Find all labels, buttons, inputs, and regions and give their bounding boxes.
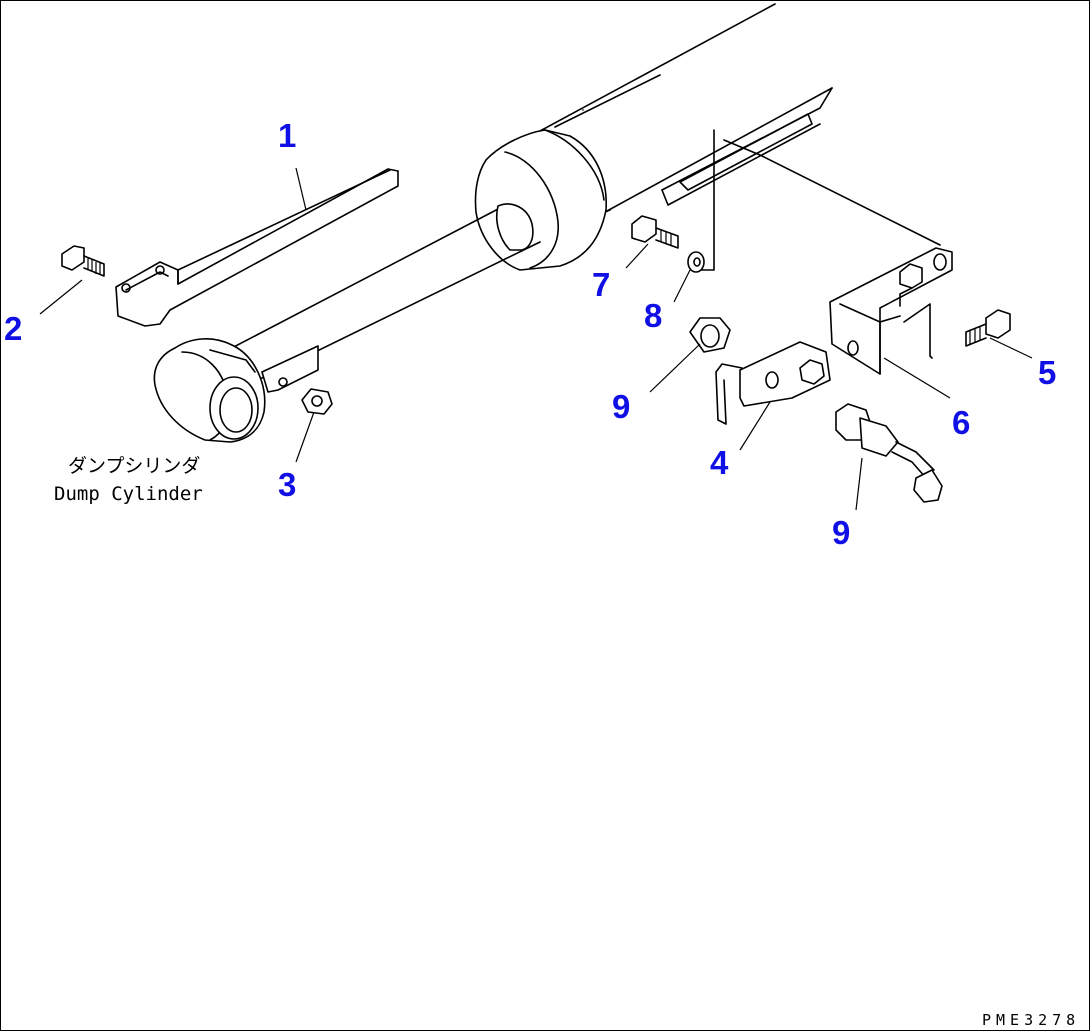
callout-5: 5: [1038, 354, 1056, 391]
caption-english: Dump Cylinder: [54, 483, 203, 505]
callout-9-lower: 9: [832, 514, 850, 551]
slotted-plate: [661, 87, 941, 271]
callout-4: 4: [710, 444, 729, 481]
callout-3: 3: [278, 466, 296, 503]
part-9-nut: [689, 317, 731, 353]
callout-9-upper: 9: [612, 388, 630, 425]
callout-2: 2: [4, 310, 22, 347]
part-8-washer: [687, 251, 705, 273]
part-3-nut: [301, 388, 333, 415]
part-9-sensor: [835, 403, 943, 503]
piston-rod: [227, 203, 541, 379]
dump-cylinder-caption: ダンプシリンダ Dump Cylinder: [54, 455, 203, 505]
callout-8: 8: [644, 297, 662, 334]
part-2-bolt: [61, 245, 105, 277]
callout-7: 7: [592, 266, 610, 303]
part-1-plate: [115, 168, 399, 327]
cylinder-head: [474, 129, 607, 271]
part-5-bolt: [965, 309, 1011, 347]
part-6-bracket: [829, 247, 953, 375]
leader-lines: [39, 167, 1033, 511]
part-4-bracket: [715, 341, 831, 425]
drawing-number: PME3278: [982, 1011, 1080, 1029]
callout-6: 6: [952, 404, 970, 441]
rod-bracket: [261, 345, 319, 393]
callout-1: 1: [278, 117, 296, 154]
part-7-bolt: [631, 215, 679, 249]
caption-japanese: ダンプシリンダ: [68, 455, 200, 477]
callouts: 1 2 3 4 5 6 7 8 9 9: [4, 117, 1056, 551]
rod-eye: [153, 338, 266, 443]
